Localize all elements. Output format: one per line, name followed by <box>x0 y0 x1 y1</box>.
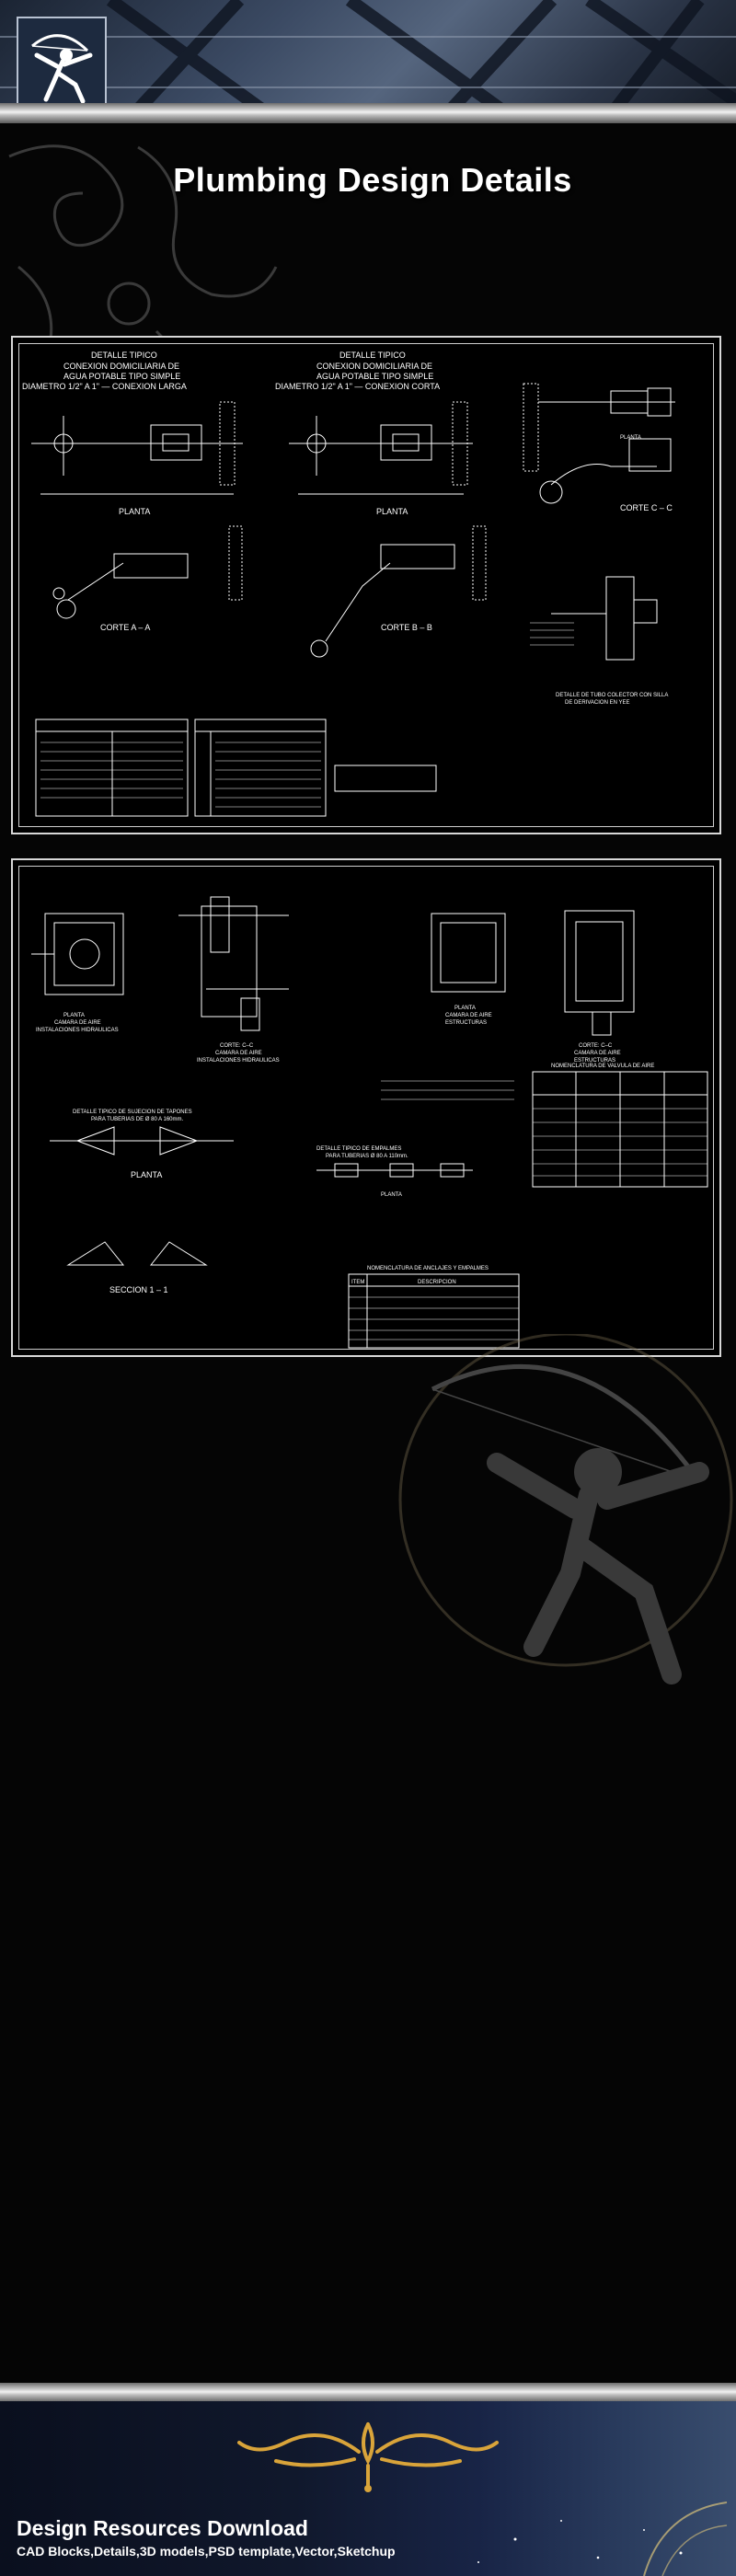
p2-plan2-label-1: PLANTA <box>454 1006 476 1011</box>
p2-section-label-3: INSTALACIONES HIDRAULICAS <box>197 1058 280 1064</box>
p2-joints-title-1: DETALLE TIPICO DE EMPALMES <box>316 1146 401 1152</box>
footer-title[interactable]: Design Resources Download <box>17 2516 308 2540</box>
p1-right-plan-label: PLANTA <box>376 507 408 516</box>
p1-left-heading: DETALLE TIPICO <box>91 351 157 360</box>
p1-right-section-label: CORTE B – B <box>381 623 432 632</box>
cad-sheet-air-chambers: PLANTA CAMARA DE AIRE INSTALACIONES HIDR… <box>31 896 708 1349</box>
cad-drawing-panel-2: PLANTA CAMARA DE AIRE INSTALACIONES HIDR… <box>11 858 721 1357</box>
p2-joints-title-2: PARA TUBERIAS Ø 80 A 110mm. <box>326 1154 408 1159</box>
footer-divider <box>0 2383 736 2403</box>
p1-far-section-label: CORTE C – C <box>620 503 673 512</box>
cad-drawing-panel-1: DETALLE TIPICO CONEXION DOMICILIARIA DE … <box>11 336 721 834</box>
page-title: Plumbing Design Details <box>173 161 572 199</box>
p1-right-heading: DETALLE TIPICO <box>339 351 406 360</box>
p2-plan-label-2: CAMARA DE AIRE <box>54 1020 101 1026</box>
p2-plan-label-3: INSTALACIONES HIDRAULICAS <box>36 1028 119 1033</box>
p2-plan-label-1: PLANTA <box>63 1013 85 1018</box>
p2-valve-table-title: NOMENCLATURA DE VALVULA DE AIRE <box>551 1064 654 1069</box>
p2-anchors-header-item: ITEM <box>351 1280 364 1285</box>
galaxy-graphic <box>477 2501 728 2576</box>
archer-watermark-icon <box>398 1334 733 1685</box>
p1-collector-caption-1: DETALLE DE TUBO COLECTOR CON SILLA <box>556 693 668 698</box>
p1-collector-caption-2: DE DERIVACION EN YEE <box>565 700 629 706</box>
p1-left-line-2: AGUA POTABLE TIPO SIMPLE <box>63 372 180 381</box>
p2-section2-label-2: CAMARA DE AIRE <box>574 1051 621 1056</box>
archer-logo-icon <box>31 34 93 104</box>
p1-right-line-2: AGUA POTABLE TIPO SIMPLE <box>316 372 433 381</box>
p2-caps-section-label: SECCION 1 – 1 <box>109 1285 168 1294</box>
footer-subtitle: CAD Blocks,Details,3D models,PSD templat… <box>17 2544 396 2559</box>
golden-flourish-icon <box>237 2422 499 2492</box>
p2-section-label-1: CORTE: C–C <box>220 1043 254 1049</box>
p1-right-line-1: CONEXION DOMICILIARIA DE <box>316 362 432 371</box>
cad-sheet-water-connections: DETALLE TIPICO CONEXION DOMICILIARIA DE … <box>22 351 675 817</box>
p1-left-line-1: CONEXION DOMICILIARIA DE <box>63 362 179 371</box>
p2-joints-plan-label: PLANTA <box>381 1192 402 1198</box>
p2-caps-plan-label: PLANTA <box>131 1170 162 1179</box>
p2-section2-label-3: ESTRUCTURAS <box>574 1058 615 1064</box>
p2-caps-title-1: DETALLE TIPICO DE SUJECION DE TAPONES <box>73 1110 192 1115</box>
p1-right-line-3: DIAMETRO 1/2" A 1" — CONEXION CORTA <box>275 382 440 391</box>
p2-plan2-label-3: ESTRUCTURAS <box>445 1020 487 1026</box>
p1-left-plan-label: PLANTA <box>119 507 150 516</box>
brand-logo[interactable] <box>17 17 107 112</box>
p1-left-line-3: DIAMETRO 1/2" A 1" — CONEXION LARGA <box>22 382 187 391</box>
p2-caps-title-2: PARA TUBERIAS DE Ø 80 A 160mm. <box>91 1117 183 1122</box>
p2-section2-label-1: CORTE: C–C <box>579 1043 613 1049</box>
p1-left-section-label: CORTE A – A <box>100 623 150 632</box>
header-divider <box>0 103 736 123</box>
p1-far-plan-label: PLANTA <box>620 435 641 441</box>
steel-beams-graphic <box>0 0 736 120</box>
p2-plan2-label-2: CAMARA DE AIRE <box>445 1013 492 1018</box>
p2-anchors-header-desc: DESCRIPCION <box>418 1280 456 1285</box>
header-banner <box>0 0 736 120</box>
p2-section-label-2: CAMARA DE AIRE <box>215 1051 262 1056</box>
p2-anchors-title: NOMENCLATURA DE ANCLAJES Y EMPALMES <box>367 1266 489 1271</box>
